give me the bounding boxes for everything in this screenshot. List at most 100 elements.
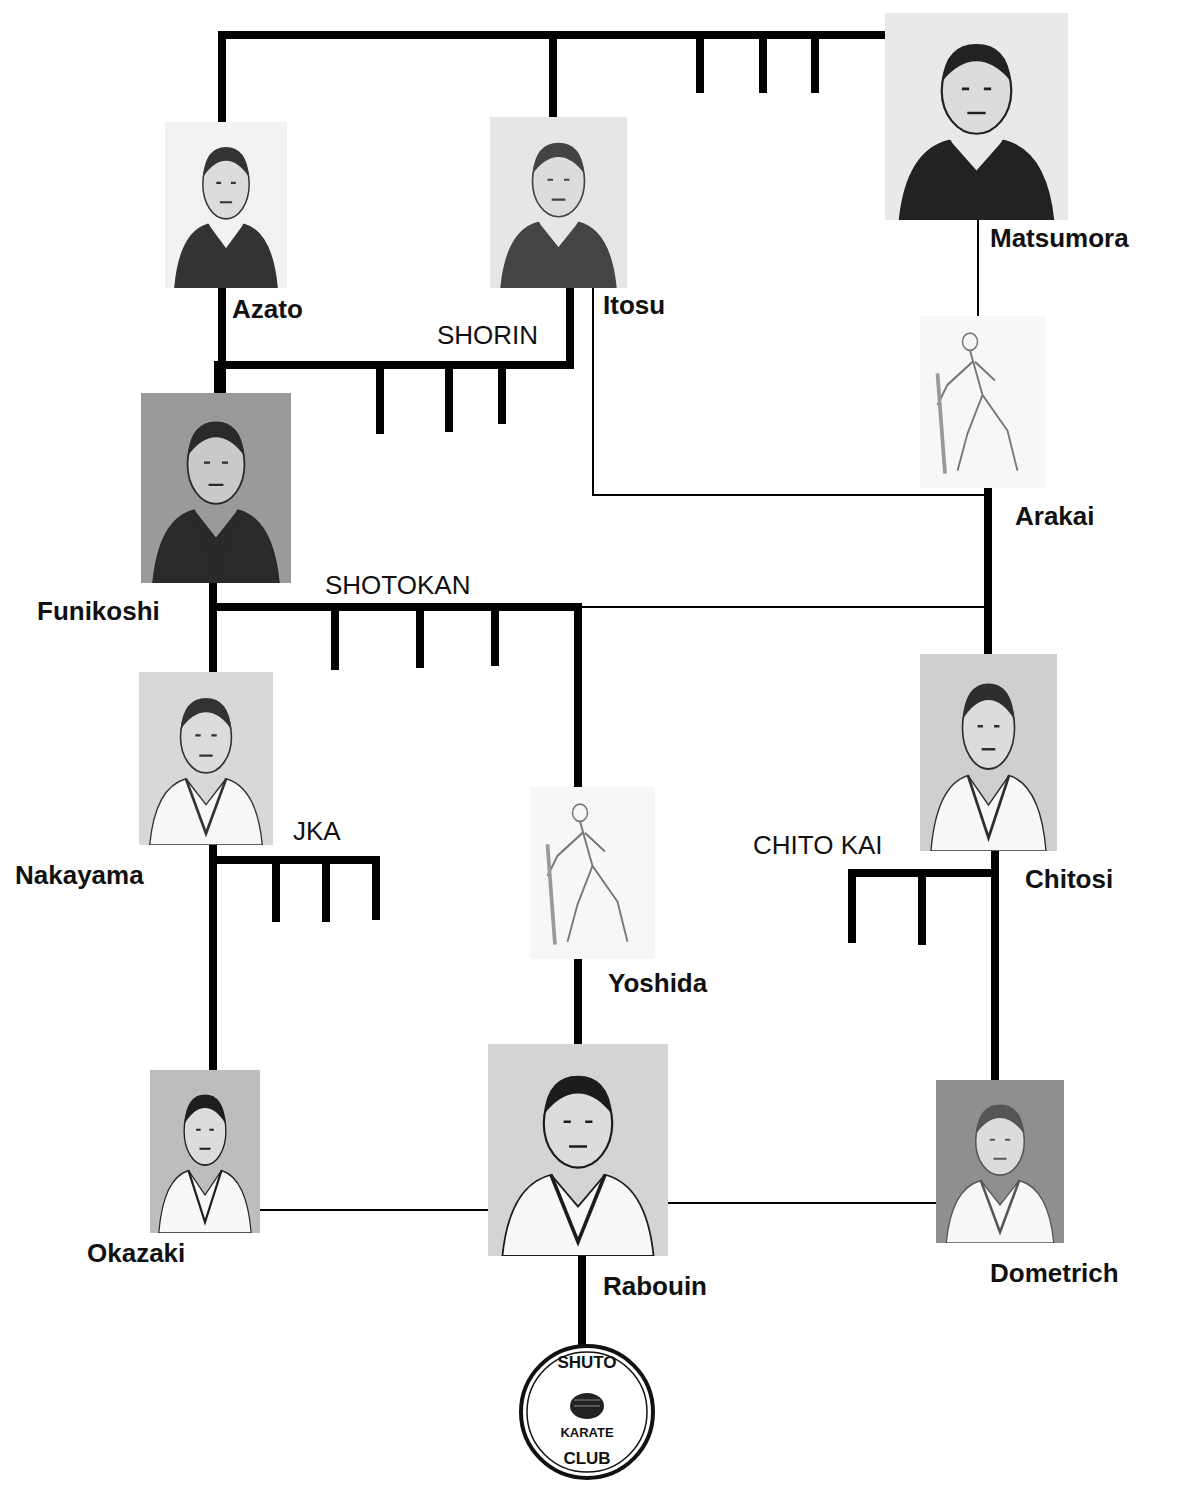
figure-head [963,333,978,350]
portrait-collar [968,775,1009,837]
portrait-body [153,510,279,583]
portrait-body [931,775,1046,851]
tick [372,856,380,920]
master-name: Chitosi [1025,864,1113,895]
lineage-line [991,851,999,1080]
lineage-line [222,35,885,122]
portrait-body [150,779,263,845]
lineage-line [574,959,582,1044]
master-name: Yoshida [608,968,707,999]
portrait-hair [942,44,1012,82]
figure-body [938,350,1018,470]
master-portrait: Chitosi [920,654,1057,851]
makiwara [548,844,556,944]
portrait-hair [532,143,584,174]
portrait-face [978,726,1000,749]
master-name: Azato [232,294,303,325]
portrait-collar [981,1181,1019,1233]
portrait-body [175,224,277,288]
master-portrait: Dometrich [936,1080,1064,1243]
master-name: Rabouin [603,1271,707,1302]
logo-text: SHUTO [517,1354,657,1373]
tick [811,35,819,93]
portrait-body [159,1171,251,1233]
portrait-hair [181,698,232,730]
portrait-body [900,141,1054,220]
portrait-face [216,183,236,202]
master-portrait: Rabouin [488,1044,668,1256]
portrait-ground [920,316,1045,488]
master-portrait: Itosu [490,117,627,288]
lineage-line [209,845,217,1070]
tick [848,869,856,943]
logo-text: CLUB [517,1450,657,1469]
portrait-face [548,180,570,200]
portrait-collar [189,1171,222,1223]
portrait-ground [139,672,273,845]
portrait-hair [188,422,245,457]
portrait-ground [165,122,287,288]
portrait-ground [920,654,1057,851]
tick [272,860,280,922]
style-name: SHORIN [437,320,538,351]
portrait-face [195,735,216,755]
style-name: SHOTOKAN [325,570,470,601]
portrait-hair [544,1076,612,1115]
master-name: Matsumora [990,223,1129,254]
portrait [936,1080,1064,1243]
portrait-ground [490,117,627,288]
portrait [490,117,627,288]
club-logo-node: SHUTO KARATE CLUB [517,1342,657,1482]
master-portrait: Nakayama [139,672,273,845]
portrait [139,672,273,845]
portrait [165,122,287,288]
master-portrait: Arakai [920,316,1045,488]
master-name: Dometrich [990,1258,1119,1289]
portrait-hair [962,684,1014,720]
portrait-face [962,89,991,113]
figure-head [573,804,588,821]
portrait [141,393,291,583]
tick [376,365,384,434]
portrait-hair [203,147,249,177]
fist-fingers [574,1400,600,1406]
portrait-collar [194,510,239,570]
portrait-body [501,222,616,288]
tick [918,873,926,945]
master-name: Arakai [1015,501,1095,532]
logo-text: KARATE [517,1426,657,1440]
tick [696,35,704,93]
master-portrait: Yoshida [530,787,655,959]
portrait-face [196,1130,214,1149]
tick [445,365,453,432]
tick [322,860,330,922]
jka-bar [213,856,376,864]
master-portrait: Azato [165,122,287,288]
influence-line [213,488,988,607]
portrait-ground [936,1080,1064,1243]
lineage-line [578,1256,586,1342]
portrait-face [990,1140,1010,1159]
portrait-body [946,1181,1054,1243]
portrait-collar [208,224,245,277]
master-portrait: Funikoshi [141,393,291,583]
makiwara [938,373,946,473]
portrait-collar [949,141,1004,207]
tick [331,607,339,670]
tick [498,365,506,424]
tick [759,35,767,93]
portrait [150,1070,260,1233]
style-name: CHITO KAI [753,830,883,861]
portrait-ground [488,1044,668,1256]
influence-line [977,220,979,316]
portrait-body [502,1175,653,1256]
portrait-ground [150,1070,260,1233]
portrait-face [204,463,228,485]
master-portrait: Matsumora [885,13,1068,220]
portrait-ground [885,13,1068,220]
lineage-line [553,35,885,117]
portrait [488,1044,668,1256]
master-name: Nakayama [15,860,144,891]
portrait-face [564,1122,593,1147]
